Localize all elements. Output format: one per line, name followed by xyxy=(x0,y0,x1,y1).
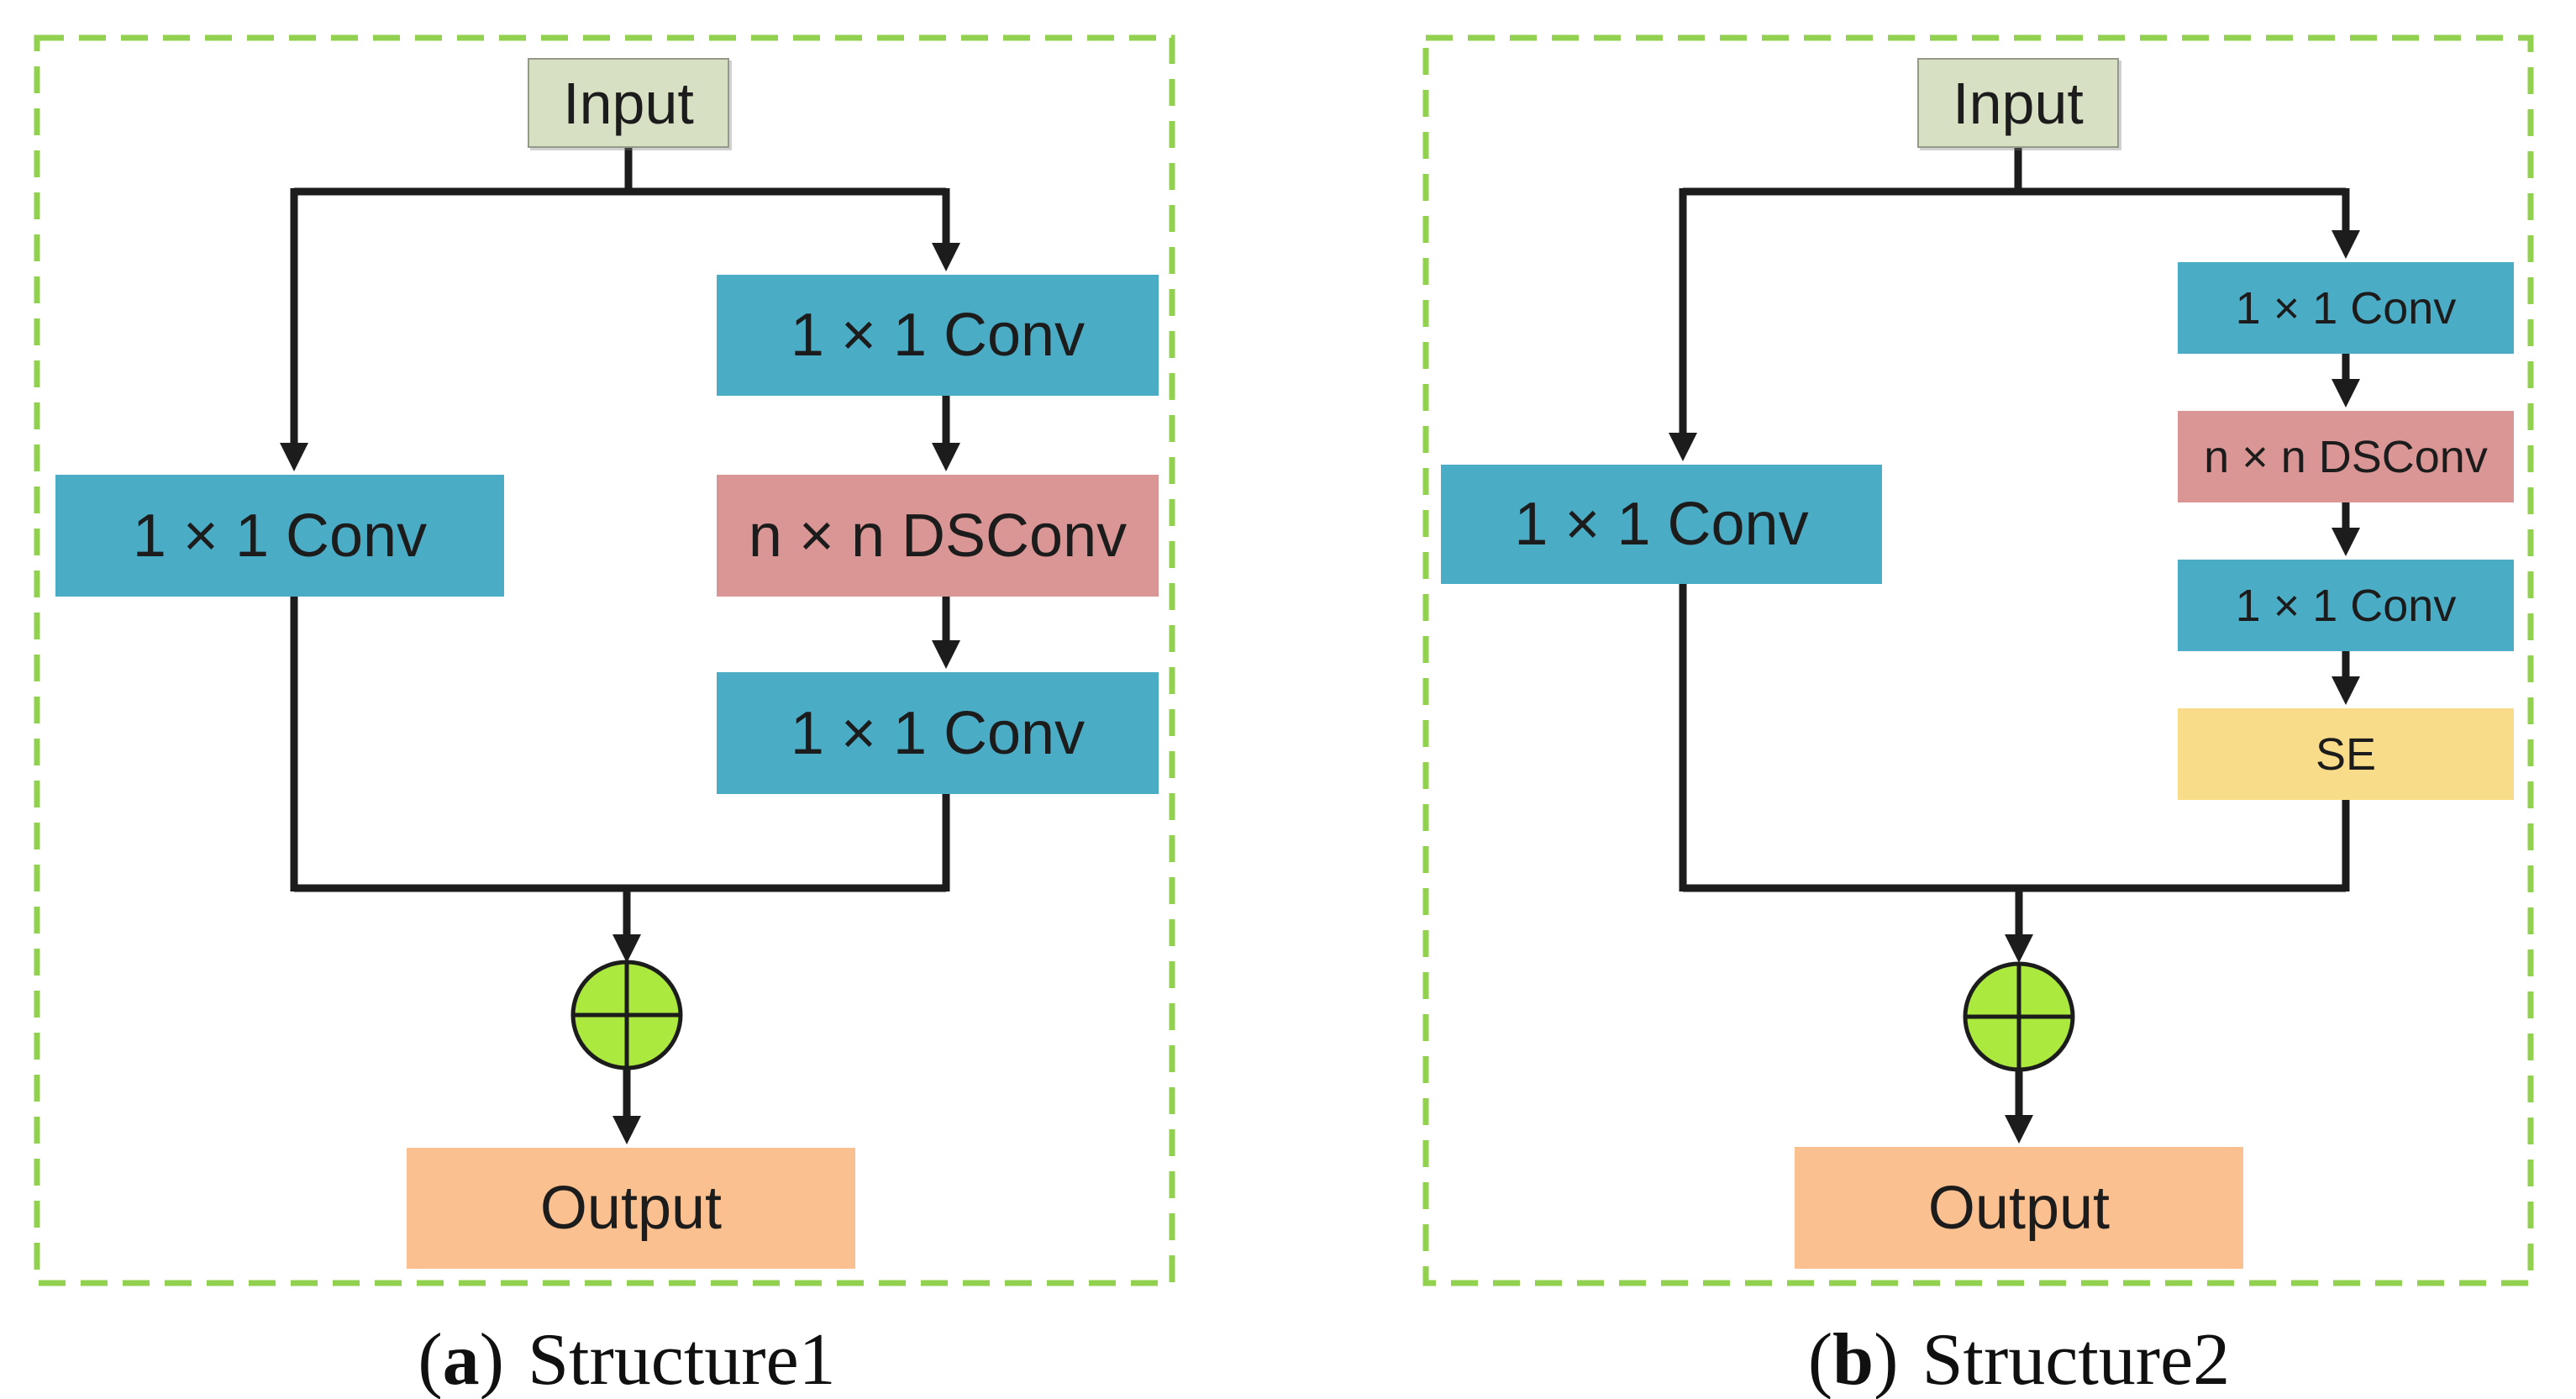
output-node-b: Output xyxy=(1795,1147,2243,1269)
caption-a: (a) Structure1 xyxy=(333,1319,921,1399)
se-node-b: SE xyxy=(2178,708,2514,800)
arrowhead-icon xyxy=(932,243,960,271)
input-node-b: Input xyxy=(1917,58,2119,148)
add-operator-icon xyxy=(570,960,683,1070)
caption-paren-open: ( xyxy=(418,1318,443,1399)
arrowhead-icon xyxy=(2332,379,2360,408)
dsconv-node-a: n × n DSConv xyxy=(717,475,1159,597)
caption-title: Structure1 xyxy=(528,1318,836,1399)
panel-b-wires xyxy=(1669,148,2360,1144)
dsconv-label: n × n DSConv xyxy=(748,502,1128,570)
arrowhead-icon xyxy=(2332,230,2360,259)
arrowhead-icon xyxy=(932,443,960,471)
conv1-label: 1 × 1 Conv xyxy=(790,302,1086,369)
caption-title: Structure2 xyxy=(1921,1318,2231,1399)
branch-conv-label: 1 × 1 Conv xyxy=(132,502,428,570)
input-label: Input xyxy=(1953,70,2084,136)
branch-conv-label: 1 × 1 Conv xyxy=(1514,491,1809,558)
arrowhead-icon xyxy=(1669,433,1697,461)
output-label: Output xyxy=(1927,1174,2111,1242)
add-operator-icon xyxy=(1963,961,2075,1072)
conv1-node-b: 1 × 1 Conv xyxy=(2178,262,2514,354)
arrowhead-icon xyxy=(932,640,960,669)
arrowhead-icon xyxy=(2005,1115,2033,1144)
input-label: Input xyxy=(563,70,694,136)
conv1-label: 1 × 1 Conv xyxy=(2235,282,2457,334)
arrowhead-icon xyxy=(2332,528,2360,556)
arrowhead-icon xyxy=(280,443,308,471)
se-label: SE xyxy=(2315,728,2377,780)
dsconv-label: n × n DSConv xyxy=(2204,431,2488,482)
panel-a-wires xyxy=(280,148,960,1144)
branch-conv-node-b: 1 × 1 Conv xyxy=(1441,465,1882,584)
output-node-a: Output xyxy=(407,1148,855,1269)
caption-letter: b xyxy=(1832,1318,1874,1399)
input-node-a: Input xyxy=(528,58,729,148)
arrowhead-icon xyxy=(2005,934,2033,963)
arrowhead-icon xyxy=(612,934,641,963)
dsconv-node-b: n × n DSConv xyxy=(2178,411,2514,502)
panel-a-border xyxy=(34,34,1175,1286)
caption-letter: a xyxy=(442,1318,480,1399)
conv2-node-a: 1 × 1 Conv xyxy=(717,672,1159,794)
output-label: Output xyxy=(539,1175,723,1242)
arrowhead-icon xyxy=(612,1116,641,1144)
caption-paren-close: ) xyxy=(1874,1318,1899,1399)
arrowhead-icon xyxy=(2332,676,2360,705)
branch-conv-node-a: 1 × 1 Conv xyxy=(55,475,504,597)
panel-b-border xyxy=(1422,34,2534,1286)
conv2-node-b: 1 × 1 Conv xyxy=(2178,560,2514,651)
caption-paren-open: ( xyxy=(1807,1318,1833,1399)
conv1-node-a: 1 × 1 Conv xyxy=(717,275,1159,396)
caption-paren-close: ) xyxy=(479,1318,504,1399)
conv2-label: 1 × 1 Conv xyxy=(2235,580,2457,631)
caption-b: (b) Structure2 xyxy=(1725,1319,2313,1399)
conv2-label: 1 × 1 Conv xyxy=(790,699,1086,767)
